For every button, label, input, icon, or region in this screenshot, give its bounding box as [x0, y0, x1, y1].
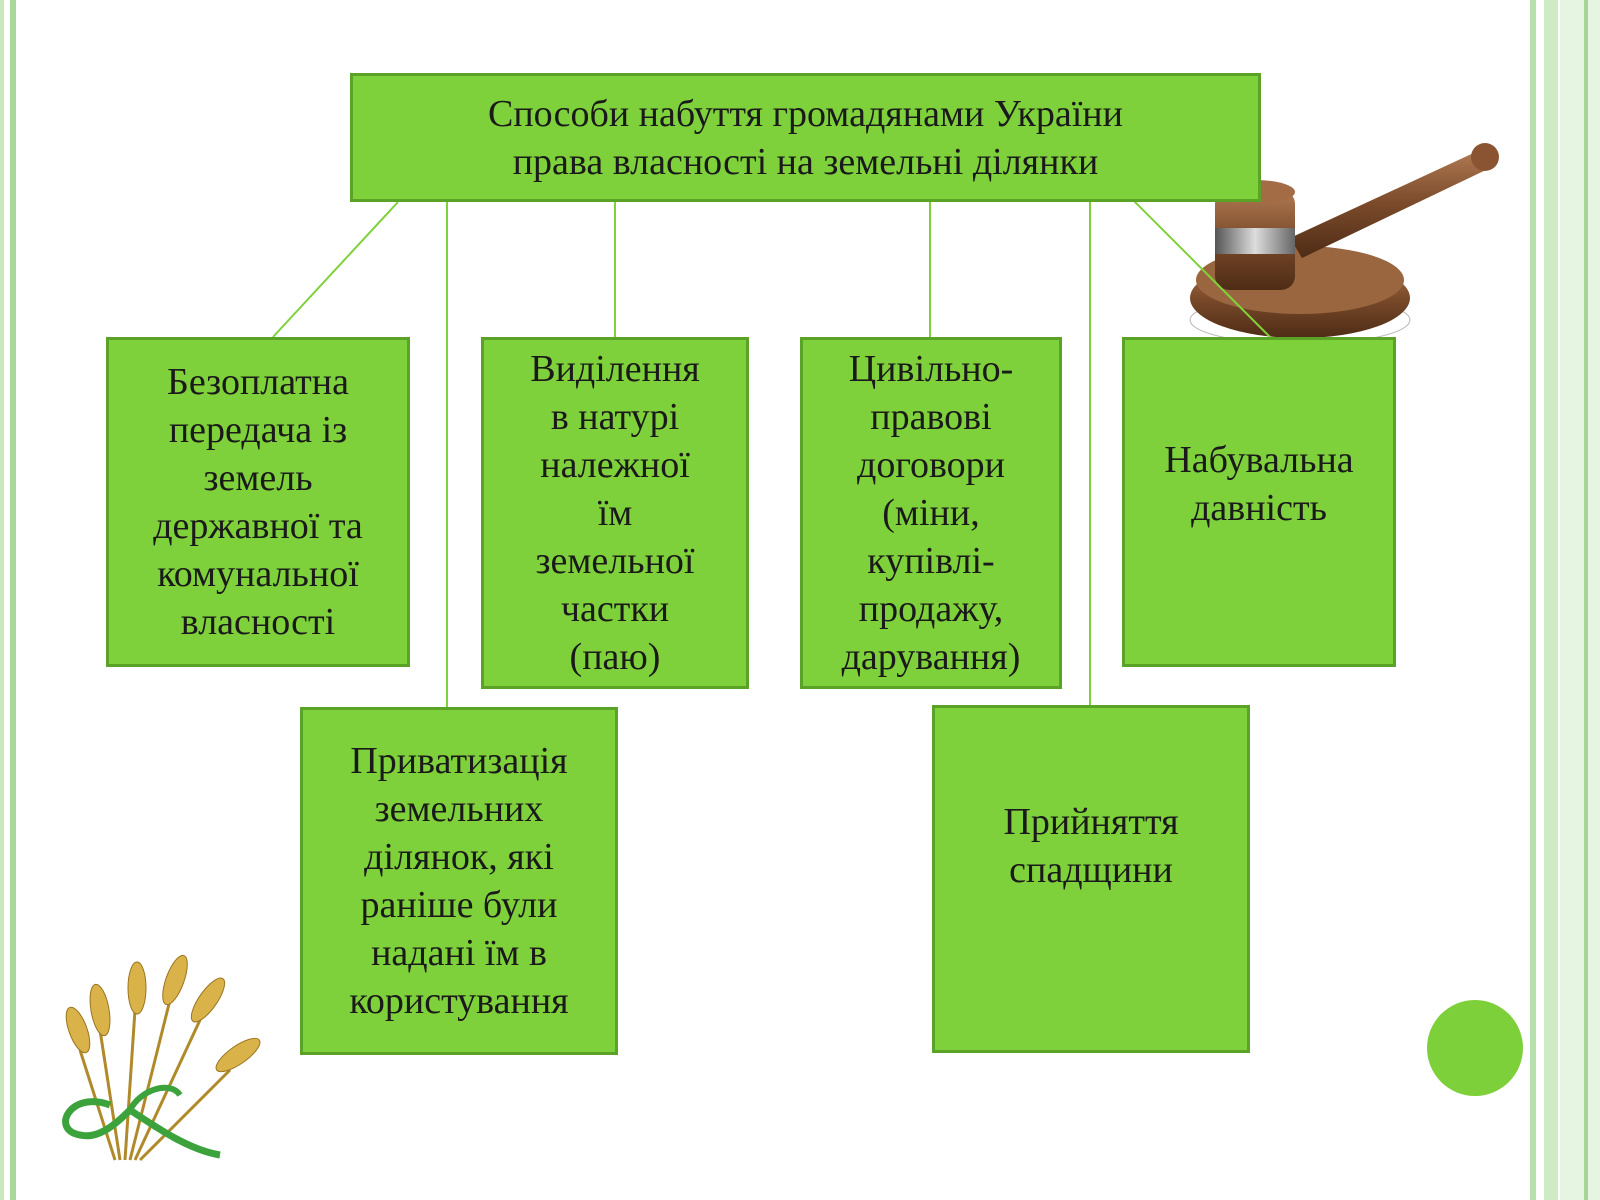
connector-free-transfer: [272, 201, 399, 338]
right-stripe-2: [1544, 0, 1558, 1200]
right-stripe-1: [1530, 0, 1536, 1200]
diagram-title-box: Способи набуття громадянами України прав…: [350, 73, 1261, 202]
node-label: Виділення в натурі належної їм земельної…: [530, 348, 700, 678]
node-label: Приватизація земельних ділянок, які рані…: [349, 740, 569, 1022]
decorative-circle: [1427, 1000, 1523, 1096]
node-land-share: Виділення в натурі належної їм земельної…: [481, 337, 749, 689]
node-civil-contracts: Цивільно- правові договори (міни, купівл…: [800, 337, 1062, 689]
left-border-stripe: [0, 0, 4, 1200]
judge-gavel-icon: [1189, 143, 1499, 345]
node-label: Прийняття спадщини: [1003, 801, 1179, 891]
right-stripe-4: [1584, 0, 1588, 1200]
right-stripe-3: [1560, 0, 1600, 1200]
node-privatization: Приватизація земельних ділянок, які рані…: [300, 707, 618, 1055]
node-label: Безоплатна передача із земель державної …: [153, 361, 363, 643]
node-free-transfer: Безоплатна передача із земель державної …: [106, 337, 410, 667]
diagram-title: Способи набуття громадянами України прав…: [488, 92, 1123, 183]
node-label: Набувальна давність: [1164, 439, 1354, 529]
node-inheritance: Прийняття спадщини: [932, 705, 1250, 1053]
node-label: Цивільно- правові договори (міни, купівл…: [841, 348, 1021, 678]
connector-prescription: [1129, 196, 1271, 338]
wheat-bundle-icon: [62, 954, 261, 1162]
node-prescription: Набувальна давність: [1122, 337, 1396, 667]
left-border-stripe-inner: [10, 0, 16, 1200]
